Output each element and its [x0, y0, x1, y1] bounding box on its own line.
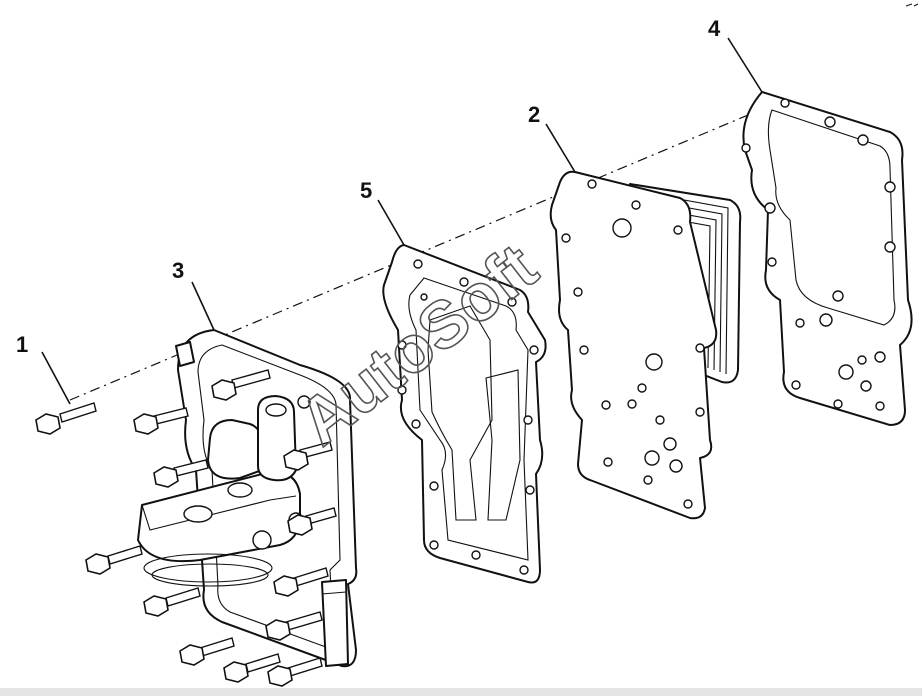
part-3-housing: [137, 329, 358, 668]
leader-line-4: [727, 37, 763, 93]
part-5-gasket: [382, 244, 547, 584]
bolt: [223, 653, 281, 683]
leader-line-5: [377, 199, 405, 246]
bolt: [85, 545, 143, 575]
callout-4: 4: [708, 16, 721, 41]
leader-line-2: [545, 123, 576, 173]
bolt: [283, 441, 333, 471]
bolt: [265, 611, 323, 641]
bolt: [133, 407, 189, 435]
part-1-bolt: [35, 402, 97, 435]
bolt: [267, 657, 323, 687]
callout-1: 1: [16, 332, 28, 357]
part-4-gasket: [741, 91, 913, 426]
bolt: [143, 587, 201, 617]
callout-5: 5: [360, 178, 372, 203]
bolt: [153, 459, 209, 488]
leader-line-3: [191, 281, 215, 331]
part-2-oil-cooler: [549, 170, 742, 520]
bolt: [287, 507, 337, 536]
housing-bolts: [85, 369, 337, 687]
callout-3: 3: [172, 258, 184, 283]
corner-mark: [905, 3, 919, 7]
leader-line-1: [41, 351, 71, 405]
callout-2: 2: [528, 102, 540, 127]
bolt: [273, 567, 329, 597]
bolt: [211, 369, 271, 401]
bottom-bar: [0, 688, 922, 696]
bolt: [179, 637, 235, 666]
